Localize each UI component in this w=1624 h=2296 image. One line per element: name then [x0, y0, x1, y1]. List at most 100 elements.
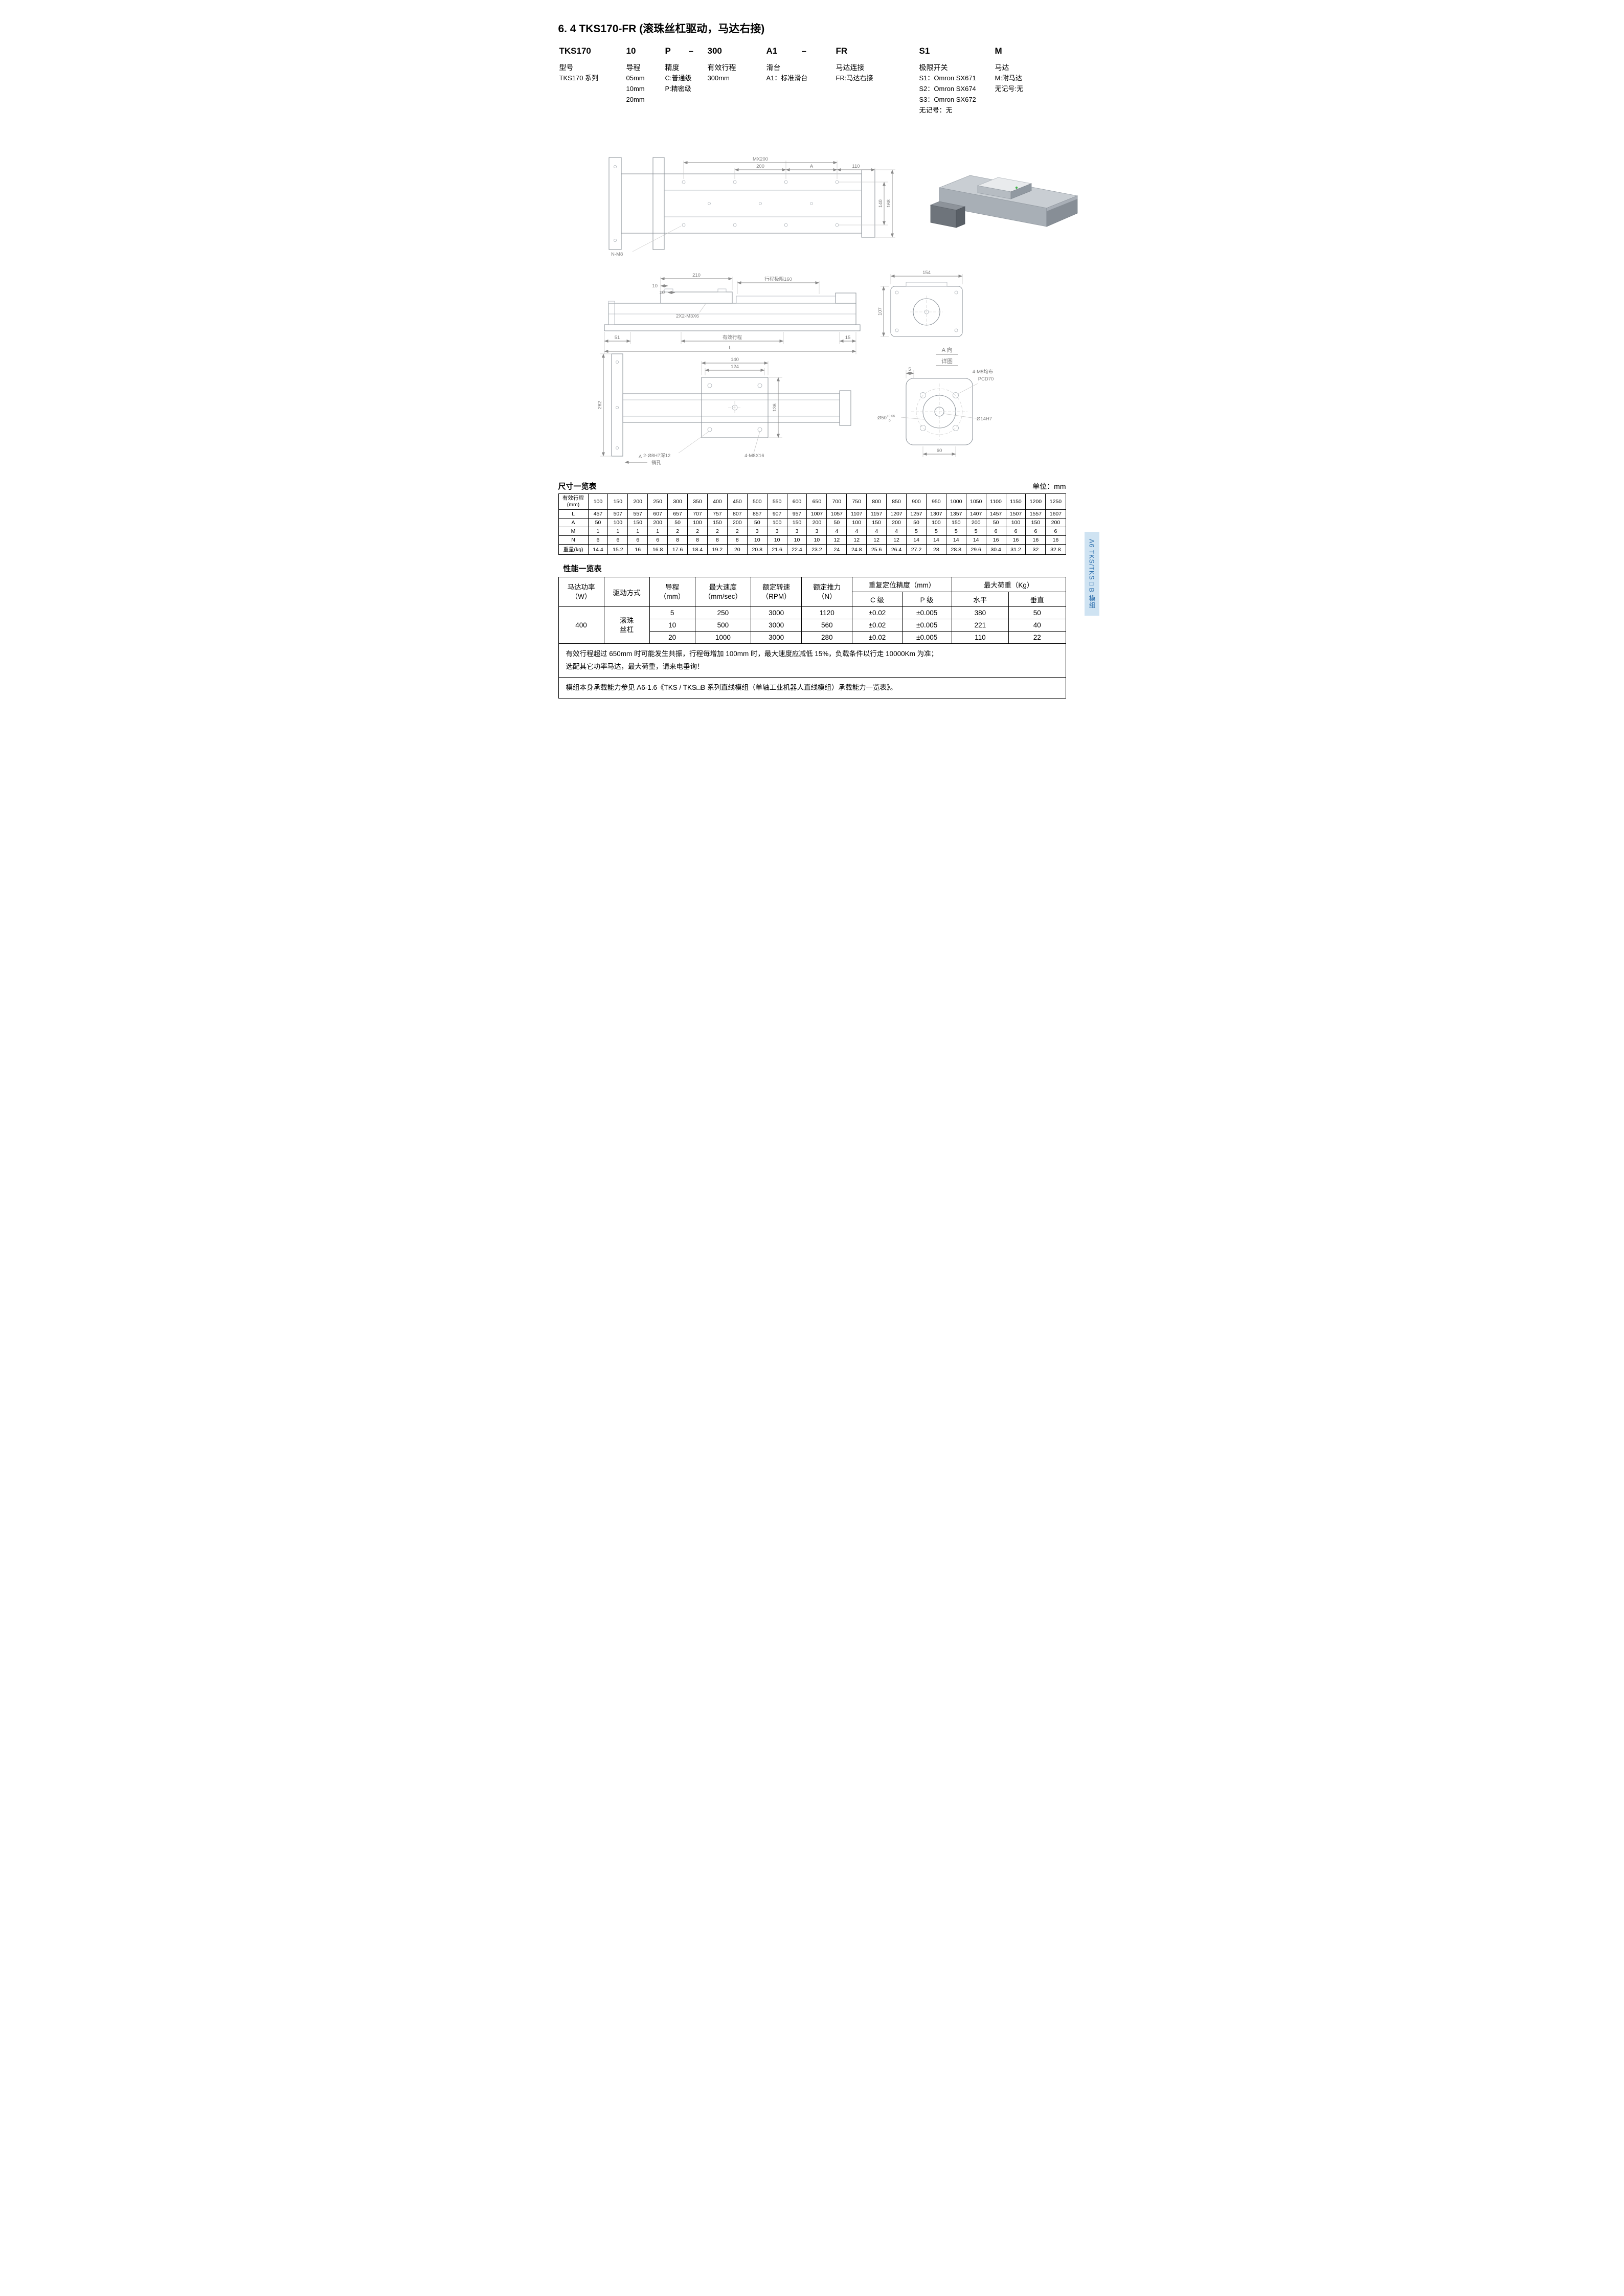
model-code-col-stroke: 300 有效行程 300mm	[708, 46, 736, 84]
dimension-cell: 22.4	[786, 544, 807, 555]
perf-cell: ±0.02	[852, 631, 903, 644]
dim-label: 15	[845, 335, 850, 341]
sidebar-tab-label: A6 TKS/TKS□B 模组	[1088, 539, 1095, 609]
perf-cell: 3000	[750, 619, 802, 632]
dim-label: 5	[908, 367, 911, 372]
dimension-cell: 900	[906, 493, 927, 510]
dimension-cell: 1357	[945, 509, 966, 519]
dimension-cell: 457	[588, 509, 608, 519]
detail-title: A 向	[941, 346, 952, 353]
dimension-cell: 10	[766, 535, 787, 545]
perf-cell: 3000	[750, 606, 802, 620]
model-code-col-lead: 10 导程 05mm 10mm 20mm	[626, 46, 645, 105]
dimension-cell: 950	[926, 493, 946, 510]
perf-cell: 110	[951, 631, 1009, 644]
dimension-cell: 200	[806, 518, 827, 528]
code-desc: A1：标准滑台	[766, 74, 808, 82]
dimension-cell: 32	[1025, 544, 1046, 555]
dimension-cell: 1207	[886, 509, 907, 519]
dimension-cell: 2	[727, 527, 748, 536]
dimension-cell: 5	[926, 527, 946, 536]
code-limit-switch: S1	[919, 46, 930, 56]
perf-header-cell: 重复定位精度（mm）	[852, 577, 952, 593]
dimension-cell: 100	[1005, 518, 1026, 528]
page-title: 6. 4 TKS170-FR (滚珠丝杠驱动，马达右接)	[558, 23, 765, 35]
perf-data-row: 400 滚珠 丝杠 5 250 3000 1120 ±0.02 ±0.005 3…	[558, 606, 1066, 644]
dimension-cell: 6	[607, 535, 628, 545]
dimension-cell: 10	[747, 535, 768, 545]
dimension-cell: 200	[647, 518, 668, 528]
dimension-cell: 200	[886, 518, 907, 528]
perf-note-row: 模组本身承载能力参见 A6-1.6《TKS / TKS□B 系列直线模组（单轴工…	[558, 677, 1066, 699]
dim-label: L	[729, 345, 731, 351]
dimension-cell: 12	[826, 535, 847, 545]
perf-cell: 20	[649, 631, 695, 644]
dimension-cell: 150	[707, 518, 728, 528]
dimension-cell: 24	[826, 544, 847, 555]
dimension-row-label: M	[558, 527, 589, 536]
performance-section: 性能一览表 马达功率 （W） 驱动方式 导程 （mm） 最大速度 （mm/sec…	[558, 563, 1066, 699]
code-desc: S3：Omron SX672	[919, 95, 976, 103]
dim-label: 51	[614, 335, 620, 341]
dimension-cell: 100	[766, 518, 787, 528]
perf-cell: ±0.005	[901, 619, 952, 632]
dimension-cell: 12	[886, 535, 907, 545]
perf-header-cell: 导程 （mm）	[649, 577, 695, 607]
dimension-cell: 1100	[985, 493, 1006, 510]
thread-callout: 4-M5均布	[972, 369, 993, 375]
code-series: TKS170	[559, 46, 591, 56]
note-line: 有效行程超过 650mm 时可能发生共振，行程每增加 100mm 时，最大速度应…	[566, 650, 938, 658]
product-render	[930, 175, 1078, 228]
end-view-dimensions: 154 107	[877, 270, 962, 337]
model-code-col-series: TKS170 型号 TKS170 系列	[559, 46, 599, 84]
dimension-cell: 550	[766, 493, 787, 510]
model-code-col-slider: A1 滑台 A1：标准滑台	[766, 46, 808, 84]
dimension-cell: 4	[826, 527, 847, 536]
dimension-cell: 150	[607, 493, 628, 510]
dimension-cell: 1050	[965, 493, 986, 510]
dim-label: 124	[731, 364, 739, 370]
dim-label: 行程极限160	[764, 276, 792, 282]
code-motor: M	[995, 46, 1002, 56]
dimension-cell: 300	[667, 493, 688, 510]
code-desc: 05mm	[626, 74, 645, 82]
perf-cell: ±0.005	[901, 631, 952, 644]
dimension-cell: 20.8	[747, 544, 768, 555]
dimension-cell: 14	[945, 535, 966, 545]
perf-cell: 560	[801, 619, 853, 632]
plan-view-drawing: MX200 200 A 110 140 168 N-M8	[608, 156, 895, 257]
dimension-cell: 2	[667, 527, 688, 536]
dimension-cell: 1057	[826, 509, 847, 519]
dimension-cell: 14	[965, 535, 986, 545]
unit-label: 单位：mm	[1032, 482, 1066, 490]
code-desc: 滑台	[766, 63, 781, 72]
dim-label: 210	[692, 273, 701, 278]
perf-cell: 280	[801, 631, 853, 644]
side-view-geometry	[603, 288, 861, 331]
dimension-cell: 907	[766, 509, 787, 519]
side-view-drawing: 210 10 10 行程极限160 2X2-M3X6 51 有效行程 15	[603, 273, 861, 354]
dimension-cell: 50	[906, 518, 927, 528]
dimension-cell: 1007	[806, 509, 827, 519]
perf-cell: 400	[558, 606, 604, 644]
perf-data-row: 10 500 3000 560 ±0.02 ±0.005 221 40	[558, 619, 1066, 632]
note-cell: 模组本身承载能力参见 A6-1.6《TKS / TKS□B 系列直线模组（单轴工…	[558, 677, 1066, 699]
dim-label: 10	[652, 283, 658, 289]
dimension-cell: 657	[667, 509, 688, 519]
dimension-cell: 50	[667, 518, 688, 528]
dim-label: 154	[922, 270, 931, 276]
dimension-cell: 100	[846, 518, 867, 528]
sidebar-tab[interactable]: A6 TKS/TKS□B 模组	[1084, 532, 1099, 616]
perf-header-cell: P 级	[901, 592, 952, 607]
perf-cell: ±0.02	[852, 606, 903, 620]
dim-label: 168	[886, 199, 892, 208]
dimension-cell: 1000	[945, 493, 966, 510]
code-desc: S2：Omron SX674	[919, 85, 976, 93]
perf-cell: 滚珠 丝杠	[603, 606, 650, 644]
dimension-cell: 1557	[1025, 509, 1046, 519]
perf-cell: 40	[1008, 619, 1066, 632]
perf-header-cell: 最大荷重（Kg）	[951, 577, 1066, 593]
